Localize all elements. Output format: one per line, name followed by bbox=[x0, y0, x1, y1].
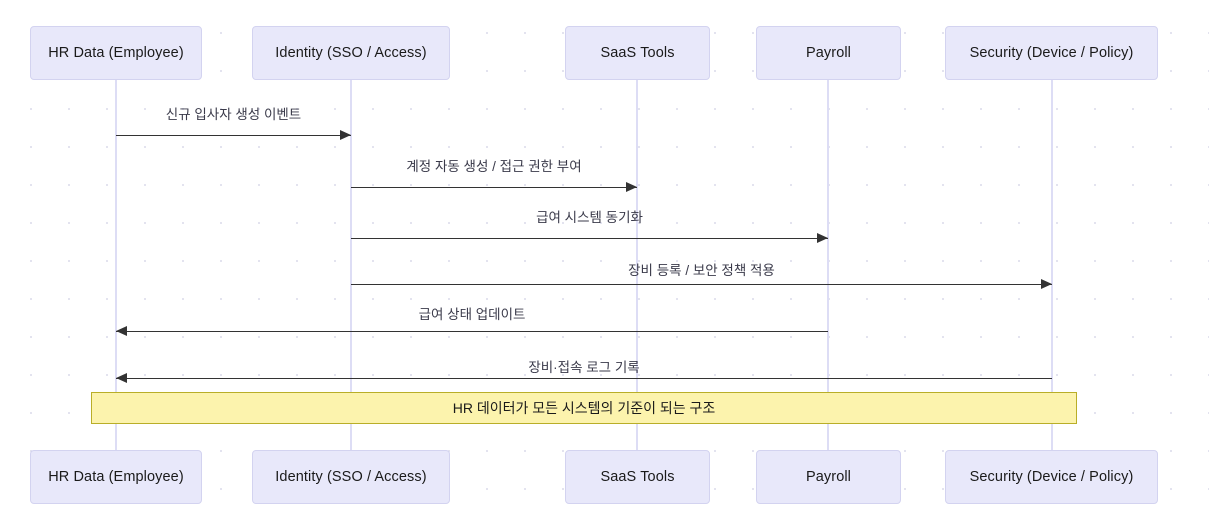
message-line-3 bbox=[351, 238, 828, 239]
message-arrowhead-2 bbox=[626, 182, 637, 193]
participant-label: SaaS Tools bbox=[600, 45, 675, 61]
participant-footer-payroll[interactable]: Payroll bbox=[756, 450, 901, 504]
participant-label: Payroll bbox=[805, 469, 852, 485]
participant-label: Identity (SSO / Access) bbox=[275, 469, 427, 485]
note-text: HR 데이터가 모든 시스템의 기준이 되는 구조 bbox=[452, 400, 716, 416]
participant-label: Identity (SSO / Access) bbox=[275, 45, 427, 61]
message-label-2: 계정 자동 생성 / 접근 권한 부여 bbox=[406, 159, 582, 174]
participant-label: Security (Device / Policy) bbox=[969, 469, 1134, 485]
message-arrowhead-3 bbox=[817, 233, 828, 244]
participant-footer-saas[interactable]: SaaS Tools bbox=[565, 450, 710, 504]
message-label-1: 신규 입사자 생성 이벤트 bbox=[165, 107, 302, 122]
message-label-5: 급여 상태 업데이트 bbox=[418, 307, 526, 322]
lifeline-saas bbox=[636, 80, 638, 450]
participant-header-hr[interactable]: HR Data (Employee) bbox=[30, 26, 202, 80]
participant-label: Security (Device / Policy) bbox=[969, 45, 1134, 61]
message-line-6 bbox=[116, 378, 1052, 379]
participant-label: Payroll bbox=[805, 45, 852, 61]
participant-footer-identity[interactable]: Identity (SSO / Access) bbox=[252, 450, 450, 504]
note-box: HR 데이터가 모든 시스템의 기준이 되는 구조 bbox=[91, 392, 1077, 424]
message-line-1 bbox=[116, 135, 351, 136]
participant-header-identity[interactable]: Identity (SSO / Access) bbox=[252, 26, 450, 80]
message-arrowhead-4 bbox=[1041, 279, 1052, 290]
participant-label: HR Data (Employee) bbox=[48, 469, 184, 485]
participant-header-payroll[interactable]: Payroll bbox=[756, 26, 901, 80]
message-arrowhead-5 bbox=[116, 326, 127, 337]
lifeline-hr bbox=[115, 80, 117, 450]
message-label-3: 급여 시스템 동기화 bbox=[536, 210, 643, 225]
participant-footer-security[interactable]: Security (Device / Policy) bbox=[945, 450, 1158, 504]
lifeline-security bbox=[1051, 80, 1053, 450]
message-line-2 bbox=[351, 187, 637, 188]
participant-label: HR Data (Employee) bbox=[48, 45, 184, 61]
message-arrowhead-6 bbox=[116, 373, 127, 384]
message-line-5 bbox=[116, 331, 828, 332]
message-label-4: 장비 등록 / 보안 정책 적용 bbox=[628, 263, 775, 278]
participant-label: SaaS Tools bbox=[600, 469, 675, 485]
participant-header-security[interactable]: Security (Device / Policy) bbox=[945, 26, 1158, 80]
message-line-4 bbox=[351, 284, 1052, 285]
lifeline-payroll bbox=[827, 80, 829, 450]
lifeline-identity bbox=[350, 80, 352, 450]
message-label-6: 장비·접속 로그 기록 bbox=[528, 360, 640, 375]
participant-header-saas[interactable]: SaaS Tools bbox=[565, 26, 710, 80]
participant-footer-hr[interactable]: HR Data (Employee) bbox=[30, 450, 202, 504]
message-arrowhead-1 bbox=[340, 130, 351, 141]
